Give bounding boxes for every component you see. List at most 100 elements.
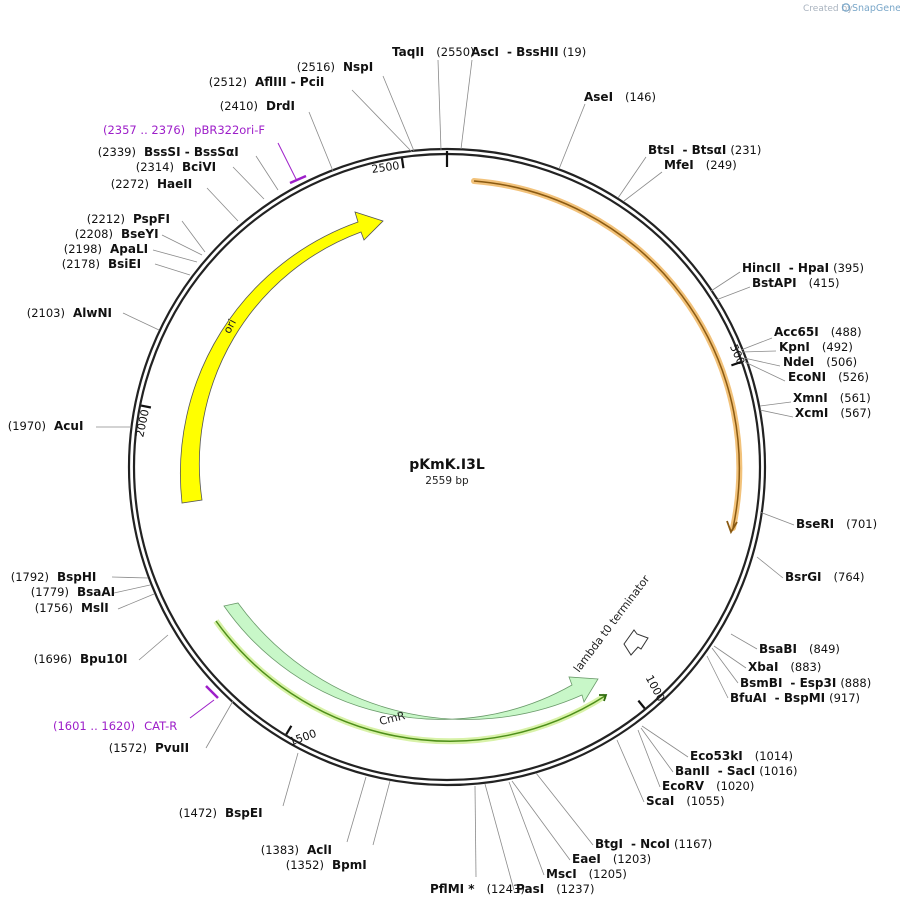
site-name: AscI- BssHII: [471, 45, 559, 59]
restriction-site-eaei[interactable]: EaeI(1203): [572, 852, 651, 866]
site-name: AseI: [584, 90, 613, 104]
site-name: XcmI: [795, 406, 828, 420]
credit-snapgene: SnapGene: [852, 3, 900, 14]
restriction-site-msli[interactable]: (1756)MslI: [35, 601, 109, 615]
cmr-feature-arrow[interactable]: [223, 602, 599, 720]
site-name: XbaI: [748, 660, 778, 674]
restriction-site-bsrgi[interactable]: BsrGI(764): [785, 570, 864, 584]
site-name: BsiEI: [108, 257, 141, 271]
site-name: KpnI: [779, 340, 810, 354]
restriction-site-bseri[interactable]: BseRI(701): [796, 517, 877, 531]
restriction-site-banii[interactable]: BanII- SacI(1016): [675, 764, 797, 778]
site-leader-line: [113, 584, 151, 594]
restriction-site-bsphi[interactable]: (1792)BspHI: [11, 570, 97, 584]
terminator-feature-label: lambda t0 terminator: [571, 572, 653, 674]
site-leader-line: [743, 357, 781, 367]
site-leader-line: [117, 593, 155, 610]
restriction-site-bsaai[interactable]: (1779)BsaAI: [31, 585, 115, 599]
restriction-site-bsmbi[interactable]: BsmBI- Esp3I(888): [740, 676, 871, 690]
restriction-site-asei[interactable]: AseI (146): [584, 90, 656, 104]
cmr-feature-line: [215, 620, 606, 742]
primer-label[interactable]: (1601 .. 1620)CAT-R: [53, 719, 177, 733]
site-position: (1014): [755, 749, 793, 763]
restriction-site-kpni[interactable]: KpnI(492): [779, 340, 853, 354]
restriction-site-pasi[interactable]: PasI(1237): [516, 882, 594, 896]
site-leader-line: [382, 75, 415, 152]
restriction-site-afliii[interactable]: (2512)AflIII - PciI: [209, 75, 325, 89]
restriction-site-xcmi[interactable]: XcmI(567): [795, 406, 871, 420]
restriction-site-econi[interactable]: EcoNI(526): [788, 370, 869, 384]
site-position: (2272): [111, 177, 149, 191]
restriction-site-bsssi[interactable]: (2339)BssSI - BssSαI: [98, 145, 239, 159]
restriction-site-haeii[interactable]: (2272)HaeII: [111, 177, 192, 191]
site-position: (1383): [261, 843, 299, 857]
site-name: BsmBI- Esp3I: [740, 676, 836, 690]
terminator-feature-arrow[interactable]: [623, 629, 649, 656]
restriction-site-bcivi[interactable]: (2314) BciVI: [136, 160, 216, 174]
restriction-site-bspei[interactable]: (1472)BspEI: [179, 806, 263, 820]
restriction-site-scai[interactable]: ScaI(1055): [646, 794, 725, 808]
site-position: (1696): [34, 652, 72, 666]
restriction-site-mfei[interactable]: MfeI (249): [664, 158, 737, 172]
restriction-site-bsiei[interactable]: (2178)BsiEI: [62, 257, 141, 271]
restriction-site-bpu10i[interactable]: (1696)Bpu10I: [34, 652, 128, 666]
site-name: Eco53kI: [690, 749, 743, 763]
restriction-site-bfuai[interactable]: BfuAI- BspMI(917): [730, 691, 860, 705]
site-name: MfeI: [664, 158, 694, 172]
restriction-site-eco53ki[interactable]: Eco53kI (1014): [690, 749, 793, 763]
primer-binding-mark[interactable]: [205, 685, 219, 699]
restriction-site-btgi[interactable]: BtgI- NcoI(1167): [595, 837, 712, 851]
restriction-site-nspi[interactable]: (2516)NspI: [297, 60, 374, 74]
restriction-site-bsabi[interactable]: BsaBI(849): [759, 642, 840, 656]
restriction-site-bseyi[interactable]: (2208)BseYI: [75, 227, 159, 241]
restriction-site-bstapi[interactable]: BstAPI(415): [752, 276, 840, 290]
primer-label[interactable]: (2357 .. 2376)pBR322ori-F: [103, 123, 265, 137]
restriction-site-ndei[interactable]: NdeI(506): [783, 355, 857, 369]
restriction-site-btsi[interactable]: BtsI- BtsαI(231): [648, 143, 761, 157]
ori-feature-arrow[interactable]: [179, 211, 384, 504]
restriction-site-apali[interactable]: (2198)ApaLI: [64, 242, 148, 256]
restriction-site-alwni[interactable]: (2103) AlwNI: [27, 306, 112, 320]
site-name: BciVI: [182, 160, 216, 174]
restriction-site-pspfi[interactable]: (2212)PspFI: [87, 212, 170, 226]
site-leader-line: [511, 780, 571, 861]
restriction-site-acui[interactable]: (1970)AcuI: [8, 419, 84, 433]
site-name: MslI: [81, 601, 109, 615]
backbone-outer-ring: [127, 147, 767, 787]
restriction-site-acc65i[interactable]: Acc65I(488): [774, 325, 862, 339]
restriction-site-msci[interactable]: MscI(1205): [546, 867, 627, 881]
restriction-site-acli[interactable]: (1383)AclI: [261, 843, 332, 857]
site-position: (2314): [136, 160, 174, 174]
tick-mark: [731, 360, 742, 367]
primer-name: CAT-R: [144, 719, 177, 733]
restriction-site-xbai[interactable]: XbaI(883): [748, 660, 821, 674]
primer-binding-mark[interactable]: [289, 174, 307, 185]
site-leader-line: [154, 263, 191, 276]
restriction-site-drdi[interactable]: (2410)DrdI: [220, 99, 295, 113]
plasmid-length: 2559 bp: [425, 475, 469, 487]
site-leader-line: [710, 271, 741, 292]
restriction-site-asci[interactable]: AscI- BssHII(19): [471, 45, 586, 59]
site-leader-line: [759, 409, 794, 418]
site-name: AlwNI: [73, 306, 112, 320]
site-name: BsaBI: [759, 642, 797, 656]
site-position: (395): [833, 261, 864, 275]
restriction-site-hincii[interactable]: HincII- HpaI(395): [742, 261, 864, 275]
restriction-site-pvuii[interactable]: (1572)PvuII: [109, 741, 189, 755]
site-position: (1016): [759, 764, 797, 778]
site-leader-line: [484, 783, 515, 891]
site-position: (2512): [209, 75, 247, 89]
site-position: (249): [706, 158, 737, 172]
restriction-site-pflmi[interactable]: PflMI *(1243): [430, 882, 525, 896]
tick-mark: [637, 699, 646, 710]
site-position: (2103): [27, 306, 65, 320]
site-position: (2550): [436, 45, 474, 59]
site-position: (506): [826, 355, 857, 369]
restriction-site-xmni[interactable]: XmnI(561): [793, 391, 871, 405]
site-leader-line: [617, 156, 647, 199]
site-position: (146): [625, 90, 656, 104]
restriction-site-ecorv[interactable]: EcoRV(1020): [662, 779, 754, 793]
restriction-site-taqii[interactable]: TaqII(2550): [392, 45, 475, 59]
restriction-site-bpmi[interactable]: (1352)BpmI: [286, 858, 367, 872]
site-name: EcoRV: [662, 779, 705, 793]
